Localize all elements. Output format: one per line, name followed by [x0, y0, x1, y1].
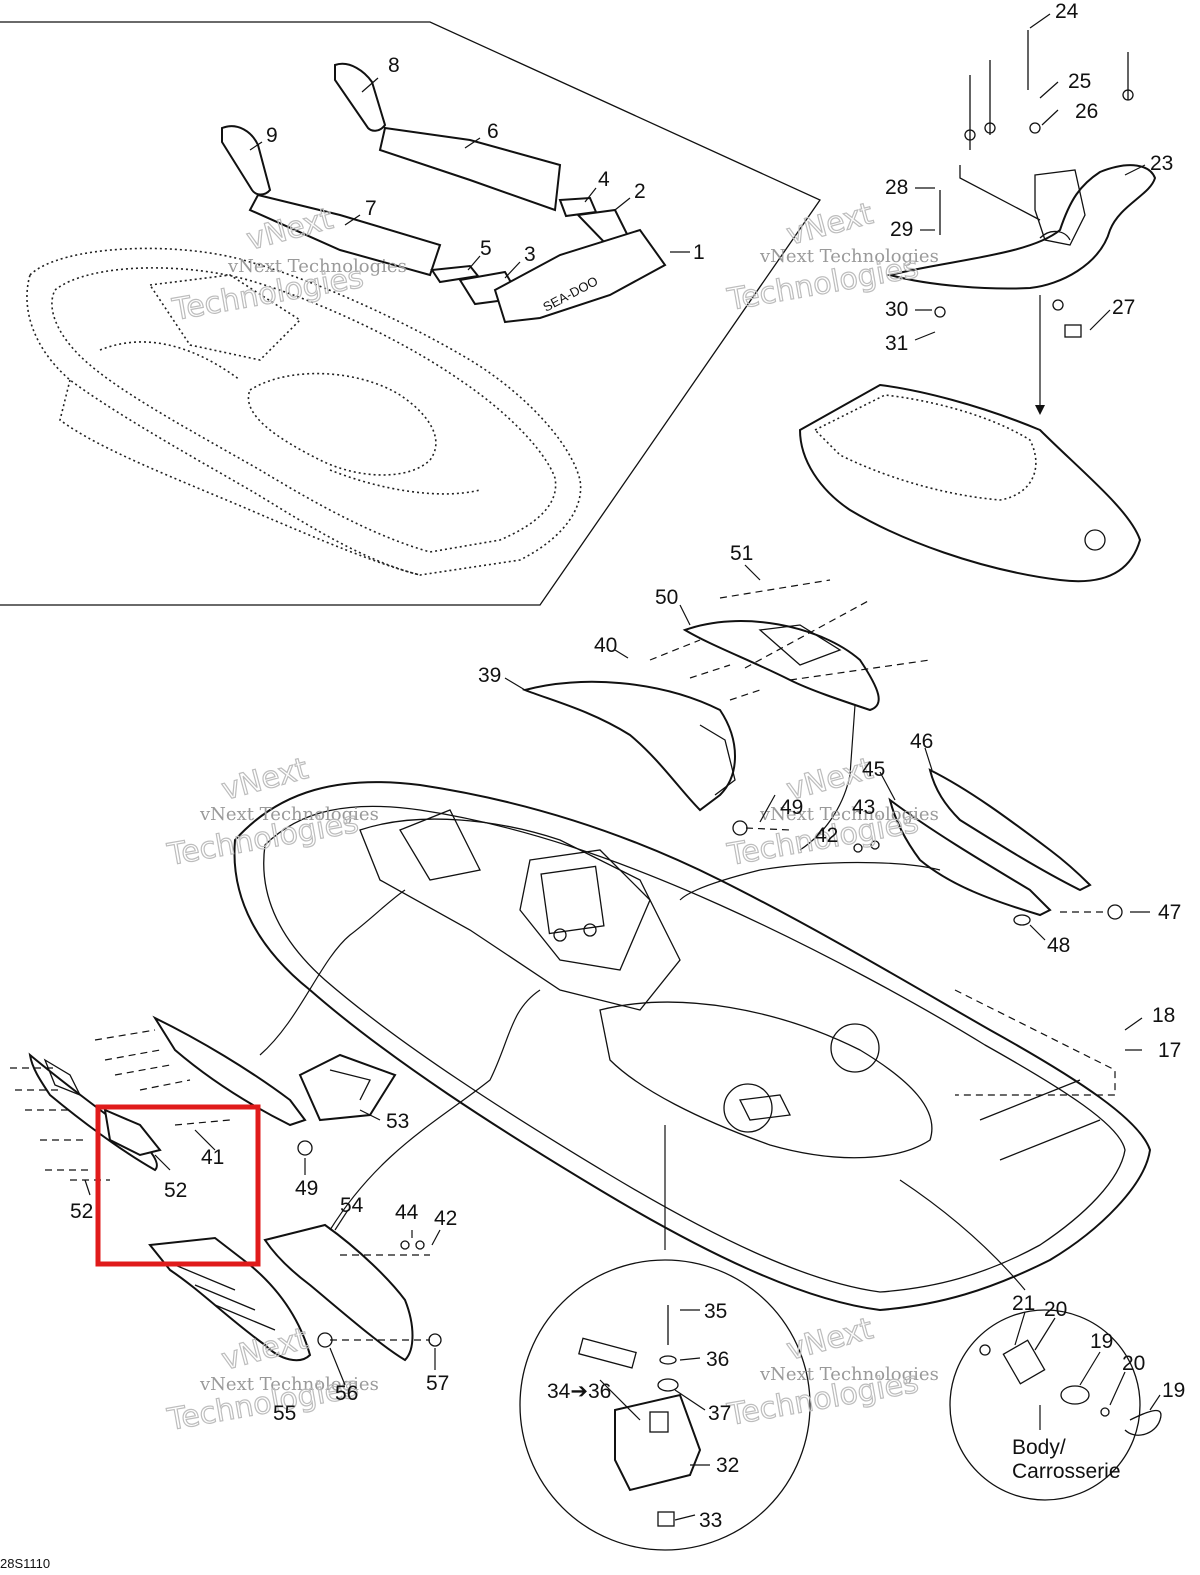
bolt-set-top	[934, 30, 1134, 338]
fasteners-right	[649, 579, 1123, 1096]
callout-label: 36	[706, 1348, 729, 1371]
inset-hull-outline	[26, 247, 582, 576]
callout-label: 54	[340, 1194, 364, 1217]
callout-label: 49	[295, 1177, 318, 1200]
panel-41	[521, 680, 736, 812]
callout-label: 29	[890, 218, 913, 241]
callout-label: 47	[1158, 901, 1181, 924]
watermark-text: vNext Technologies	[227, 256, 407, 277]
fasteners-left	[10, 1029, 442, 1348]
watermark-text: vNext Technologies	[759, 246, 939, 267]
callout-labels: 8 9 6 7 4 2 5 3 1 24 25 26 23 28 29 30 3…	[70, 0, 1181, 1532]
mat-part-6	[378, 126, 562, 212]
callout-label: 50	[655, 586, 678, 609]
callout-label: 4	[598, 168, 610, 191]
watermark-text: vNext Technologies	[759, 1364, 939, 1385]
callout-label: 35	[704, 1300, 727, 1323]
callout-label: 33	[699, 1509, 722, 1532]
panel-50	[682, 620, 880, 712]
callout-label: 6	[487, 120, 499, 143]
callout-label: 18	[1152, 1004, 1175, 1027]
mat-part-7	[248, 193, 442, 277]
mat-part-1: SEA-DOO	[493, 228, 667, 324]
mat-part-8	[334, 62, 387, 132]
panel-54	[263, 1223, 414, 1362]
callout-label: 46	[910, 730, 933, 753]
callout-label: 32	[716, 1454, 739, 1477]
handle-assembly	[798, 30, 1157, 583]
callout-label: 17	[1158, 1039, 1181, 1062]
callout-label: 37	[708, 1402, 731, 1425]
callout-label: 7	[365, 197, 377, 220]
highlight-box	[95, 1104, 261, 1267]
callout-label: 1	[693, 241, 705, 264]
callout-leaders	[84, 13, 1161, 1521]
callout-label: 40	[594, 634, 617, 657]
callout-label: 43	[852, 796, 875, 819]
watermark-text: vNext Technologies	[759, 804, 939, 825]
mat-part-9	[221, 125, 272, 196]
callout-label: 41	[201, 1146, 224, 1169]
callout-label: 34➔36	[547, 1380, 611, 1403]
callout-label: 56	[335, 1382, 358, 1405]
leader-curves	[259, 704, 1026, 1291]
callout-label: 3	[524, 243, 536, 266]
callout-label-c19: 19	[1162, 1379, 1185, 1402]
callout-label: 28	[885, 176, 908, 199]
callout-label: 39	[478, 664, 501, 687]
detail-circle-hook	[519, 1259, 811, 1551]
callout-label: 49	[780, 796, 803, 819]
panel-55	[148, 1236, 312, 1362]
diagram-code: 28S1110	[0, 1556, 50, 1571]
callout-label: 55	[273, 1402, 296, 1425]
callout-label: 23	[1150, 152, 1173, 175]
main-hull	[233, 781, 1152, 1312]
body-label-line1: Body/ Carrosserie	[1012, 1436, 1121, 1483]
callout-label: 25	[1068, 70, 1091, 93]
watermark-text: vNext Technologies	[199, 1374, 379, 1395]
callout-label: 48	[1047, 934, 1070, 957]
callout-label: 51	[730, 542, 753, 565]
callout-label: 44	[395, 1201, 419, 1224]
watermark-text: vNext	[783, 1311, 877, 1368]
callout-label: 53	[386, 1110, 409, 1133]
callout-label: 57	[426, 1372, 449, 1395]
watermark-text: vNext Technologies	[199, 804, 379, 825]
callout-label: 26	[1075, 100, 1098, 123]
panel-51	[103, 1015, 307, 1157]
detail-circle-lanyard	[949, 1309, 1162, 1501]
callout-label: 52	[164, 1179, 187, 1202]
callout-label: 52	[70, 1200, 93, 1223]
callout-label: 5	[480, 237, 492, 260]
callout-label: 42	[815, 824, 838, 847]
callout-label: 2	[634, 180, 646, 203]
panel-46	[928, 768, 1092, 892]
callout-label: 19	[1090, 1330, 1113, 1353]
body-label: Body/ Carrosserie	[1012, 1436, 1121, 1483]
callout-label: 21	[1012, 1292, 1035, 1315]
callout-label: 42	[434, 1207, 457, 1230]
callout-label: 8	[388, 54, 400, 77]
watermark-text: vNext	[783, 196, 877, 253]
callout-label: 9	[266, 124, 278, 147]
callout-label: 24	[1055, 0, 1079, 23]
callout-label: 45	[862, 758, 885, 781]
callout-label: 20	[1044, 1298, 1067, 1321]
mat-kit-inset: SEA-DOO	[0, 21, 821, 606]
callout-label: 31	[885, 332, 908, 355]
callout-label: 27	[1112, 296, 1135, 319]
panel-45	[888, 797, 1052, 917]
callout-label: 30	[885, 298, 908, 321]
callout-label-c20: 20	[1122, 1352, 1145, 1375]
panel-53	[298, 1053, 397, 1122]
